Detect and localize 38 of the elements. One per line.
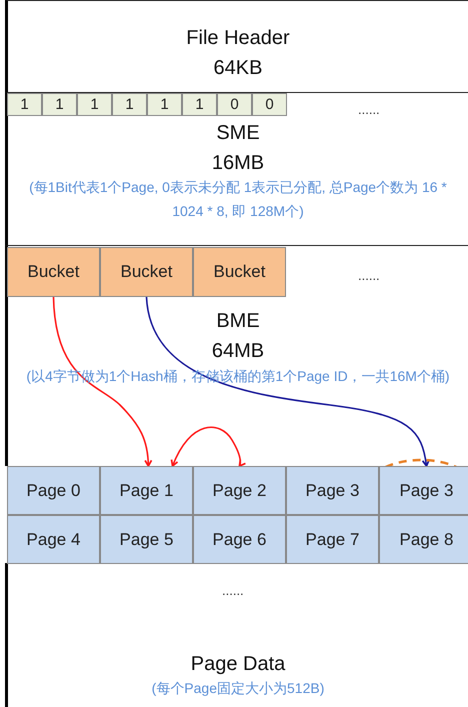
page-cell: Page 8 [379, 515, 468, 564]
bucket-cell: Bucket [100, 247, 193, 297]
page-cell: Page 6 [193, 515, 286, 564]
size-label: 64KB [212, 56, 264, 81]
ellipsis-text: ...... [222, 583, 244, 598]
bucket-cell: Bucket [7, 247, 100, 297]
bit-cell: 1 [147, 93, 182, 116]
bit-cell: 1 [77, 93, 112, 116]
section-title: BME [215, 309, 261, 334]
section-title: SME [215, 121, 261, 146]
page-cell: Page 3 [379, 466, 468, 515]
bit-cell: 1 [42, 93, 77, 116]
section-title: File Header [185, 26, 291, 51]
page-cell: Page 3 [286, 466, 379, 515]
ellipsis-text: ...... [358, 268, 380, 283]
bit-cell: 1 [7, 93, 42, 116]
bme-section [5, 245, 468, 466]
note-text: (每个Page固定大小为512B) [150, 679, 326, 698]
page-cell: Page 5 [100, 515, 193, 564]
ellipsis-text: ...... [358, 102, 380, 117]
arrow [170, 426, 246, 467]
size-label: 16MB [210, 151, 266, 176]
arrow [52, 296, 152, 467]
page-cell: Page 2 [193, 466, 286, 515]
section-title: Page Data [190, 652, 286, 677]
bit-cell: 1 [112, 93, 147, 116]
size-label: 64MB [210, 339, 266, 364]
page-cell: Page 0 [7, 466, 100, 515]
bucket-cell: Bucket [193, 247, 286, 297]
note-text: (每1Bit代表1个Page, 0表示未分配 1表示已分配, 总Page个数为 16 * 1024 * 8, 即 128M个) [28, 178, 448, 221]
page-cell: Page 7 [286, 515, 379, 564]
arrow [146, 296, 430, 467]
page-cell: Page 4 [7, 515, 100, 564]
sme-section [5, 92, 468, 245]
bit-cell: 0 [252, 93, 287, 116]
bit-cell: 1 [182, 93, 217, 116]
page-cell: Page 1 [100, 466, 193, 515]
bit-cell: 0 [217, 93, 252, 116]
